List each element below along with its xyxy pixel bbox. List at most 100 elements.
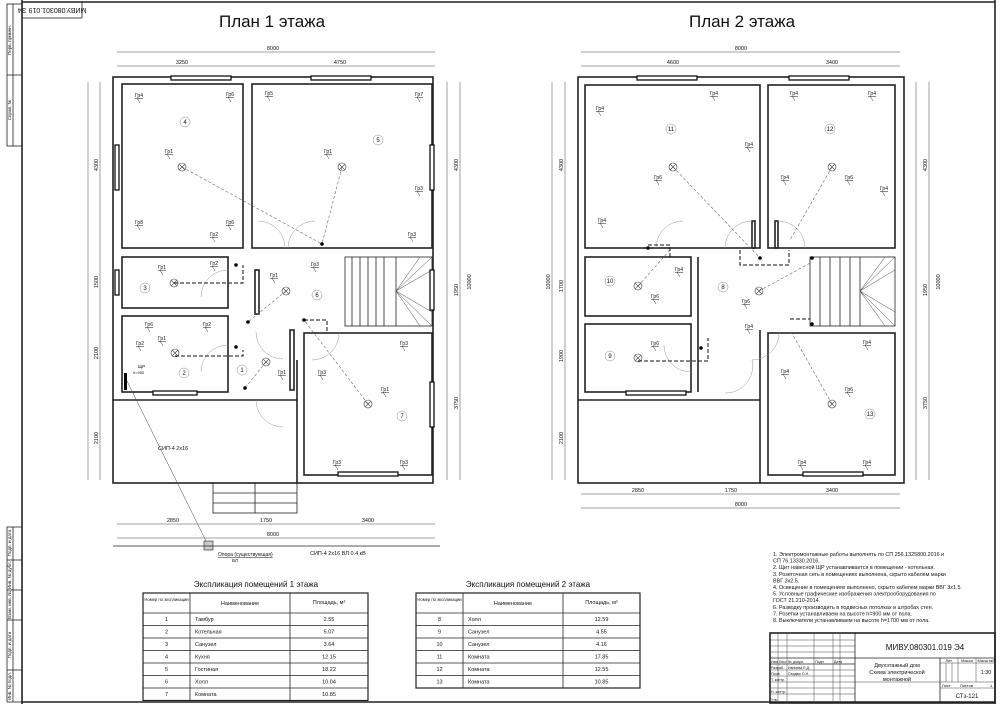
circuit-group-label: Гр1 <box>165 149 173 155</box>
window <box>802 471 864 477</box>
dimension-value: 2100 <box>559 432 565 444</box>
room-number-marker <box>604 275 616 287</box>
circuit-group-label: Гр4 <box>863 460 871 466</box>
ceiling-light-icon <box>363 399 373 409</box>
socket-leader <box>137 345 142 352</box>
socket-leader <box>159 269 164 276</box>
room-name-cell: Холл <box>468 617 481 623</box>
room-number-cell: 13 <box>436 680 442 686</box>
socket-leader <box>319 374 324 381</box>
dimension-value: 10000 <box>936 274 942 289</box>
room-12-walls <box>767 84 896 249</box>
room-area-cell: 10.04 <box>322 680 336 686</box>
socket-leader <box>271 277 276 284</box>
wire <box>303 319 369 405</box>
dimension-value: 4750 <box>334 60 346 66</box>
sheets-label: Листов <box>960 683 973 688</box>
circuit-group-label: Гр4 <box>596 106 604 112</box>
staircase <box>809 256 896 327</box>
socket-leader <box>599 222 604 229</box>
socket-leader <box>211 236 216 243</box>
circuit-group-label: Гр3 <box>408 232 416 238</box>
pole-sublabel: ВЛ <box>232 558 238 563</box>
ceiling-light-icon <box>827 399 837 409</box>
panel-label: ЩР <box>138 364 145 369</box>
socket-leader <box>869 95 874 102</box>
room-name-cell: Санузел <box>468 630 489 636</box>
room-area-cell: 12.55 <box>595 667 609 673</box>
dimension-value: 2850 <box>167 518 179 524</box>
room-number-cell: 5 <box>165 667 168 673</box>
stamp-label: Перв. примен. <box>7 25 12 55</box>
circuit-group-label: Гр3 <box>318 370 326 376</box>
socket-leader <box>791 95 796 102</box>
room-area-cell: 12.15 <box>322 655 336 661</box>
circuit-group-label: Гр3 <box>333 460 341 466</box>
dimension-value: 4300 <box>454 159 460 171</box>
room-number-cell: 4 <box>165 655 168 661</box>
tb-role: Разраб. <box>771 666 784 670</box>
room-number-cell: 9 <box>438 630 441 636</box>
stamp-label: Взам. инв. № <box>7 591 12 619</box>
dimension-value: 1750 <box>260 518 272 524</box>
room-name-cell: Котельная <box>195 630 222 636</box>
circuit-group-label: Гр1 <box>158 336 166 342</box>
socket-leader <box>401 464 406 471</box>
ceiling-light-icon <box>170 348 180 358</box>
room-number-cell: 12 <box>436 667 442 673</box>
staircase <box>344 256 433 327</box>
socket-leader <box>846 179 851 186</box>
ceiling-light-icon <box>633 281 643 291</box>
stage-header: Лит. <box>945 658 952 663</box>
circuit-group-label: Гр6 <box>654 175 662 181</box>
rotated-code-box: МИВУ.080301.019 Э4 <box>18 1 87 19</box>
room-area-cell: 10.85 <box>322 692 336 698</box>
circuit-group-label: Гр6 <box>145 322 153 328</box>
dimension-value: 8000 <box>735 502 747 508</box>
rotated-code: МИВУ.080301.019 Э4 <box>18 6 87 13</box>
room-name-cell: Комната <box>468 680 490 686</box>
circuit-group-label: Гр3 <box>311 262 319 268</box>
socket-leader <box>159 340 164 347</box>
dimension-value: 2100 <box>94 432 100 444</box>
wire <box>174 265 244 284</box>
stamp-label: Подп. и дата <box>7 529 12 556</box>
tb-col-header: Подп. <box>815 660 825 664</box>
room-number-marker <box>665 123 677 135</box>
note-line: 2. Щит навесной ЩР устанавливается в пом… <box>773 564 935 571</box>
socket-leader <box>652 345 657 352</box>
room-number-marker <box>139 282 151 294</box>
outer-wall <box>577 76 905 484</box>
note-line: 3. Розеточная сеть в помещениях выполнен… <box>773 572 946 578</box>
room-number: 8 <box>721 285 725 291</box>
room-area-cell: 5.07 <box>324 630 335 636</box>
circuit-group-label: Гр6 <box>226 220 234 226</box>
dimension-value: 1950 <box>454 284 460 296</box>
dimension-value: 4600 <box>667 60 679 66</box>
stamp-label: Справ. № <box>7 100 12 121</box>
side-stamp-top: Перв. примен. Справ. № <box>6 3 23 147</box>
room-area-cell: 10.85 <box>595 680 609 686</box>
room-number-cell: 10 <box>436 642 442 648</box>
ceiling-light-icon <box>633 353 643 363</box>
socket-leader <box>136 224 141 231</box>
note-line: 1. Электромонтажные работы выполнять по … <box>773 552 944 558</box>
sheets-count: 1 <box>990 683 993 688</box>
circuit-group-label: Гр3 <box>415 186 423 192</box>
circuit-group-label: Гр8 <box>135 220 143 226</box>
circuit-group-label: Гр7 <box>415 92 423 98</box>
circuit-group-label: Гр4 <box>781 175 789 181</box>
room-area-cell: 17.85 <box>595 655 609 661</box>
circuit-group-label: Гр1 <box>324 149 332 155</box>
window <box>625 390 687 396</box>
scale-header: Масштаб <box>977 658 995 663</box>
tb-role: Пров. <box>771 672 781 676</box>
dimension-value: 3750 <box>923 397 929 409</box>
